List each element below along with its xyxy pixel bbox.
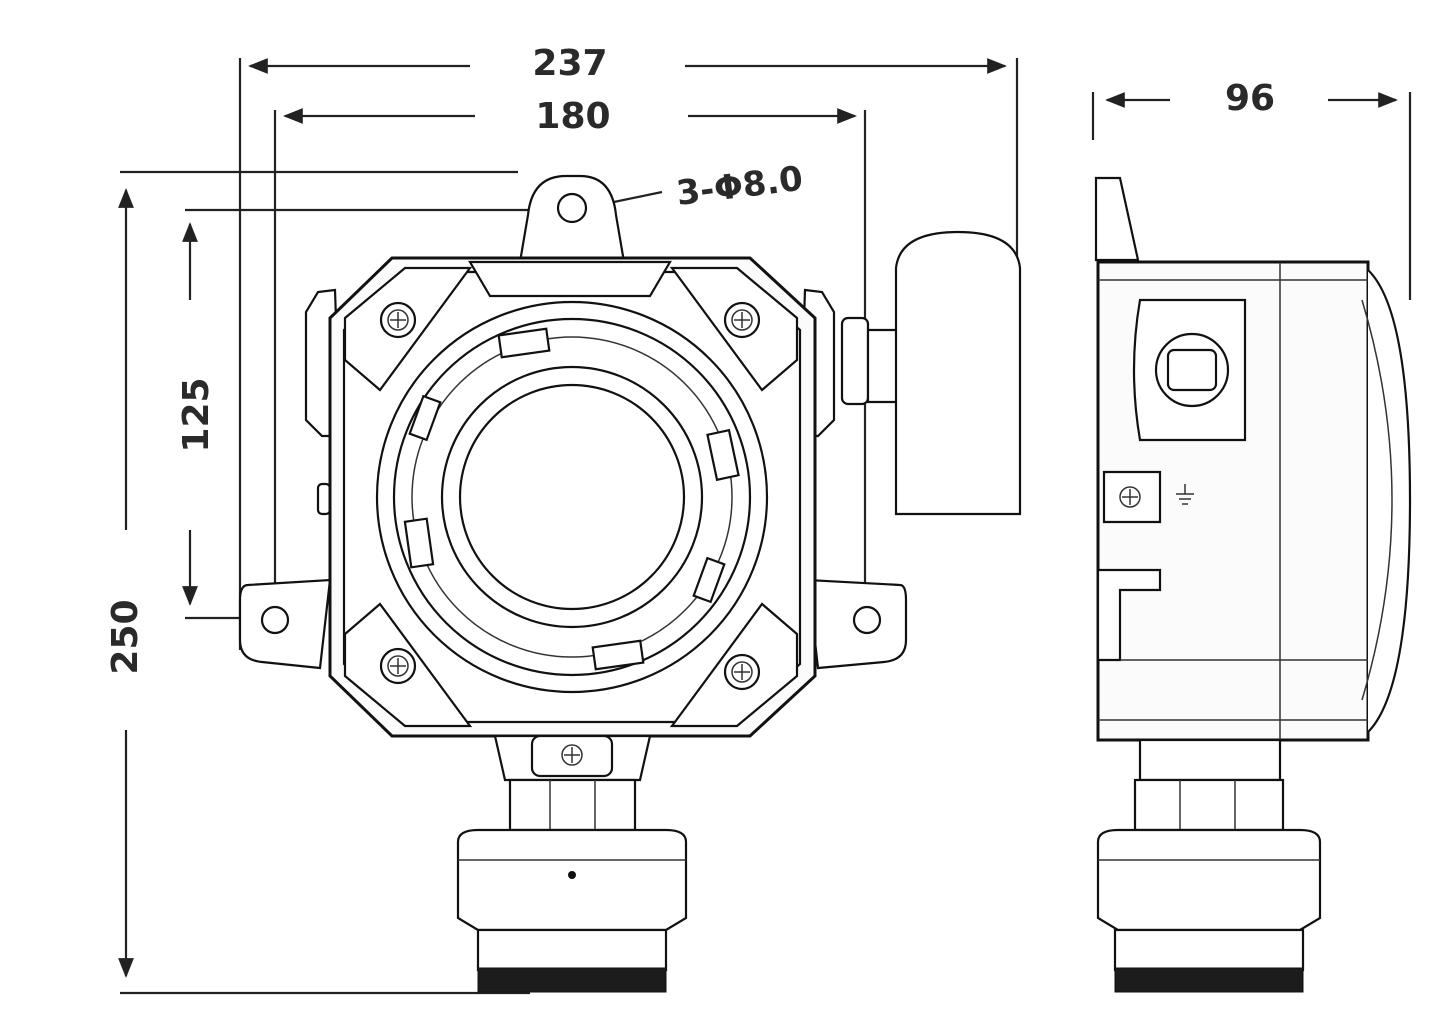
sensor-hex-nut [508, 778, 637, 832]
mount-width-label: 180 [535, 96, 610, 137]
hole-spec-label: 3-Φ8.0 [674, 159, 805, 214]
corner-bracket-top-right [669, 266, 799, 392]
sensor-head [456, 828, 688, 932]
corner-bracket-bottom-right [669, 602, 799, 728]
side-sensor-head [1096, 828, 1322, 932]
dimension-overall-height: 250 [105, 170, 530, 995]
dimension-overall-width: 237 [238, 43, 1019, 650]
front-view [238, 174, 1022, 993]
side-view [1094, 176, 1412, 993]
display-window [458, 383, 686, 611]
left-mounting-hole [260, 605, 290, 635]
mount-height-label: 125 [176, 377, 217, 452]
dimension-hole-spec: 3-Φ8.0 [588, 159, 805, 214]
cable-gland [840, 316, 870, 406]
side-sensor-dark-band [1114, 967, 1304, 993]
dimension-mount-height: 125 [176, 208, 570, 620]
corner-bracket-top-left [343, 266, 473, 392]
overall-height-label: 250 [105, 599, 146, 674]
dimension-side-depth: 96 [1091, 78, 1412, 300]
right-mounting-hole [852, 605, 882, 635]
overall-width-label: 237 [532, 43, 607, 84]
corner-bracket-bottom-left [343, 602, 473, 728]
top-mounting-hole [556, 192, 588, 224]
side-depth-label: 96 [1225, 78, 1275, 119]
sensor-dark-band [477, 967, 667, 993]
side-cap [894, 230, 1022, 516]
